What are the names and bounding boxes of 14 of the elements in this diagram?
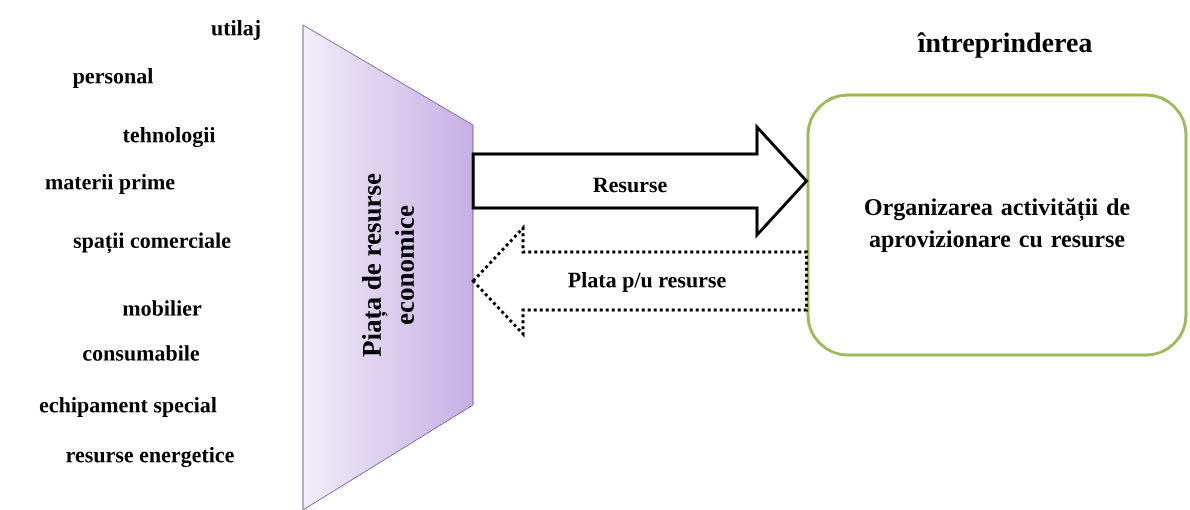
resource-label: mobilier (122, 300, 202, 316)
edge-label: Plata p/u resurse (566, 271, 728, 293)
resource-label: materii prime (45, 174, 175, 194)
resource-label: consumabile (83, 345, 200, 361)
resource-label: spații comerciale (73, 232, 231, 254)
resource-label: tehnologii (122, 126, 216, 148)
resource-label: echipament special (39, 397, 217, 417)
market-trapezoid: Piața de resurse economice (302, 24, 474, 510)
resource-label: utilaj (211, 20, 260, 40)
block-arrow (471, 123, 809, 239)
resource-label: resurse energetice (66, 446, 234, 468)
resource-label: personal (72, 68, 153, 88)
heading: întreprinderea (917, 32, 1092, 58)
process-box: Organizarea activității de aprovizionare cu resurse (806, 93, 1188, 357)
